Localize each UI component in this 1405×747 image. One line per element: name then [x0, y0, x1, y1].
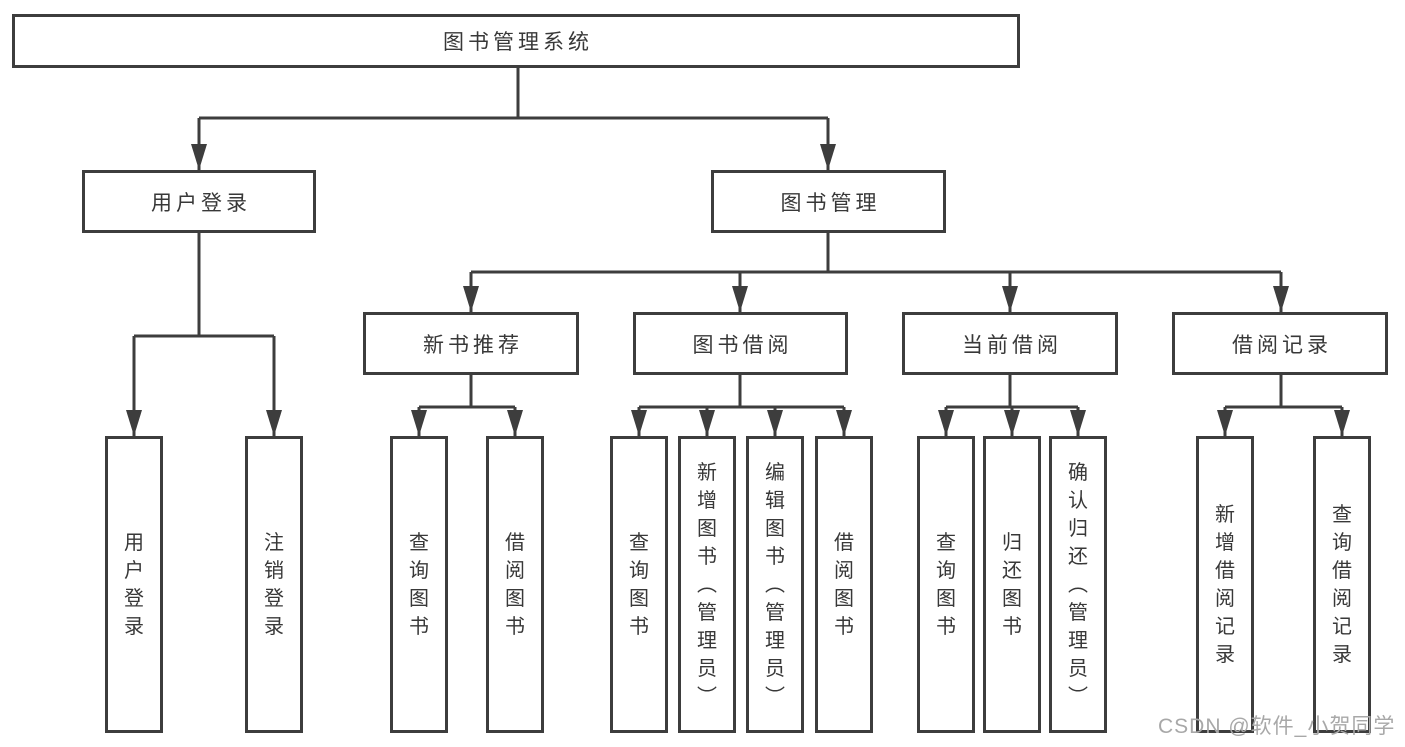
leaf-records-add-record: 新增借阅记录 [1196, 436, 1254, 733]
leaf-recommend-query-books: 查询图书 [390, 436, 448, 733]
connector-borrowing-group [631, 375, 852, 436]
csdn-watermark: CSDN @软件_小贺同学 [1158, 715, 1396, 738]
connector-bookmgmt-to-level3 [463, 233, 1289, 312]
connector-current-group [938, 375, 1086, 436]
node-user-login: 用户登录 [82, 170, 316, 233]
connector-root-to-level2 [191, 68, 836, 170]
leaf-current-query-books: 查询图书 [917, 436, 975, 733]
node-root-system: 图书管理系统 [12, 14, 1020, 68]
leaf-borrowing-borrow-books: 借阅图书 [815, 436, 873, 733]
leaf-user-login: 用户登录 [105, 436, 163, 733]
connector-records-group [1217, 375, 1350, 436]
node-book-borrowing: 图书借阅 [633, 312, 848, 375]
leaf-borrowing-edit-books-admin: 编辑图书︵管理员︶ [746, 436, 804, 733]
leaf-current-return-books: 归还图书 [983, 436, 1041, 733]
leaf-logout: 注销登录 [245, 436, 303, 733]
connector-userlogin-group [126, 233, 282, 436]
node-current-borrowing: 当前借阅 [902, 312, 1118, 375]
node-book-management: 图书管理 [711, 170, 946, 233]
node-new-book-recommend: 新书推荐 [363, 312, 579, 375]
leaf-recommend-borrow-books: 借阅图书 [486, 436, 544, 733]
leaf-current-confirm-return-admin: 确认归还︵管理员︶ [1049, 436, 1107, 733]
leaf-borrowing-add-books-admin: 新增图书︵管理员︶ [678, 436, 736, 733]
connector-recommend-group [411, 375, 523, 436]
leaf-borrowing-query-books: 查询图书 [610, 436, 668, 733]
leaf-records-query-record: 查询借阅记录 [1313, 436, 1371, 733]
node-borrowing-records: 借阅记录 [1172, 312, 1388, 375]
